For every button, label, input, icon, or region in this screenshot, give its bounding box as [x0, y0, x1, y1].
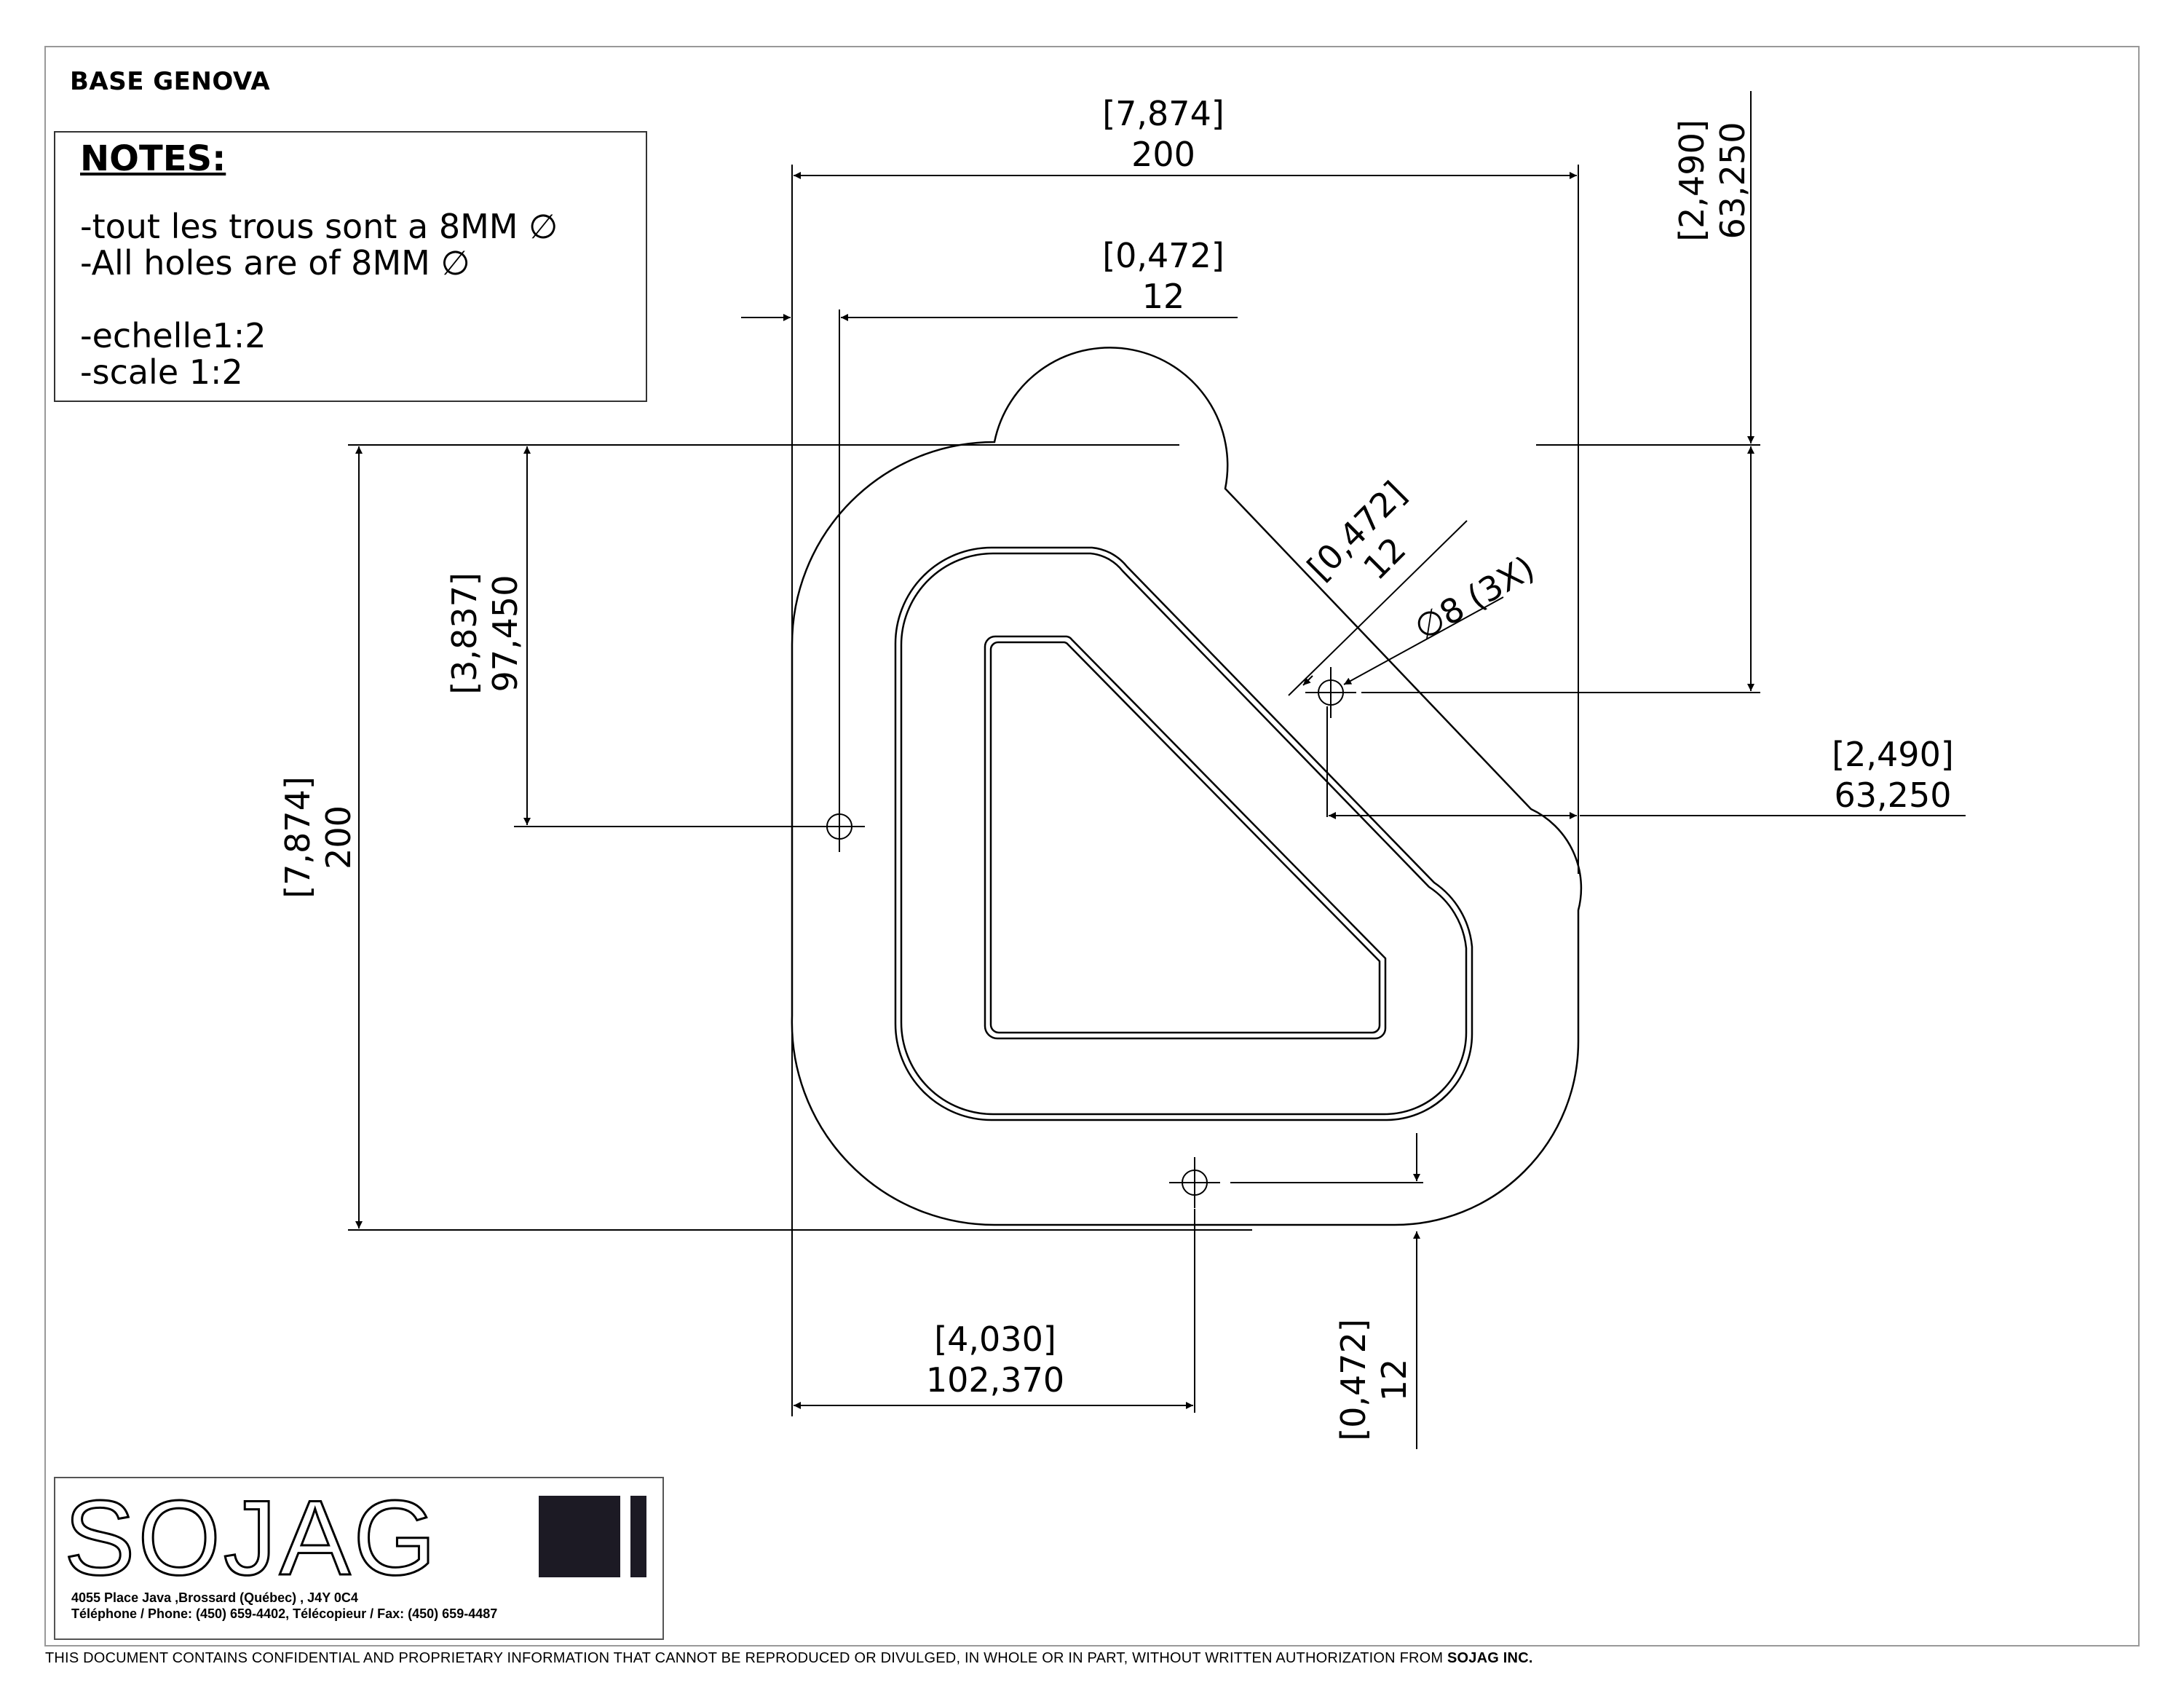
note-scale-en: -scale 1:2 — [80, 352, 243, 392]
hole-bottom — [1169, 1157, 1220, 1208]
dim-right-horizontal-inch: [2,490] — [1832, 735, 1954, 774]
dim-bottom-offset-mm: 12 — [1374, 1359, 1414, 1402]
logo-block-bar — [630, 1496, 646, 1577]
dim-top-width-inch: [7,874] — [1102, 94, 1224, 133]
holes — [814, 667, 1356, 1208]
hole-left — [814, 801, 865, 852]
dim-top-width-mm: 200 — [1131, 135, 1195, 174]
drawing-title: BASE GENOVA — [70, 67, 271, 96]
dim-right-height-inch: [2,490] — [1672, 119, 1712, 242]
svg-text:SOJAG: SOJAG — [64, 1478, 439, 1588]
inner-contour-outer — [984, 635, 1387, 1040]
dim-right-horizontal-mm: 63,250 — [1835, 776, 1952, 815]
dim-bottom-offset-inch: [0,472] — [1334, 1319, 1373, 1441]
dim-bottom-width-mm: 102,370 — [926, 1360, 1064, 1400]
middle-contour-outer — [894, 546, 1473, 1121]
note-holes-en: -All holes are of 8MM ∅ — [80, 243, 470, 283]
hole-leader — [1343, 596, 1504, 685]
outer-contour — [791, 347, 1583, 1226]
title-block: SOJAG 4055 Place Java ,Brossard (Québec)… — [54, 1477, 664, 1640]
dim-bottom-width-inch: [4,030] — [934, 1320, 1056, 1359]
dim-offset12-inch: [0,472] — [1102, 236, 1224, 275]
notes-box: NOTES: -tout les trous sont a 8MM ∅ -All… — [54, 131, 647, 402]
dim-hole-height-mm: 97,450 — [486, 575, 525, 693]
company-phone: Téléphone / Phone: (450) 659-4402, Téléc… — [71, 1606, 498, 1621]
dim-left-height-mm: 200 — [319, 805, 358, 869]
dim-diag-offset — [1288, 520, 1468, 696]
note-holes-fr: -tout les trous sont a 8MM ∅ — [80, 207, 558, 246]
sheet-border — [44, 46, 2140, 1646]
hole-callout: ∅8 (3X) — [1408, 548, 1541, 647]
note-scale-fr: -echelle1:2 — [80, 316, 266, 355]
dim-offset12-mm: 12 — [1142, 277, 1185, 316]
dim-left-height-inch: [7,874] — [278, 776, 317, 899]
dim-right-height-mm: 63,250 — [1713, 122, 1752, 240]
logo-block-square — [539, 1496, 620, 1577]
notes-heading: NOTES: — [80, 138, 226, 179]
company-address: 4055 Place Java ,Brossard (Québec) , J4Y… — [71, 1590, 358, 1605]
footer-text: THIS DOCUMENT CONTAINS CONFIDENTIAL AND … — [45, 1650, 1448, 1666]
inner-contour-inner — [989, 641, 1381, 1034]
company-logo: SOJAG — [63, 1478, 646, 1588]
dim-hole-height-inch: [3,837] — [445, 572, 484, 695]
middle-contour-inner — [900, 552, 1468, 1116]
part-outline — [791, 347, 1583, 1226]
dimension-lines — [348, 91, 1966, 1449]
confidentiality-footer: THIS DOCUMENT CONTAINS CONFIDENTIAL AND … — [45, 1650, 1533, 1667]
footer-company: SOJAG INC. — [1447, 1650, 1533, 1666]
hole-diagonal — [1305, 667, 1356, 718]
